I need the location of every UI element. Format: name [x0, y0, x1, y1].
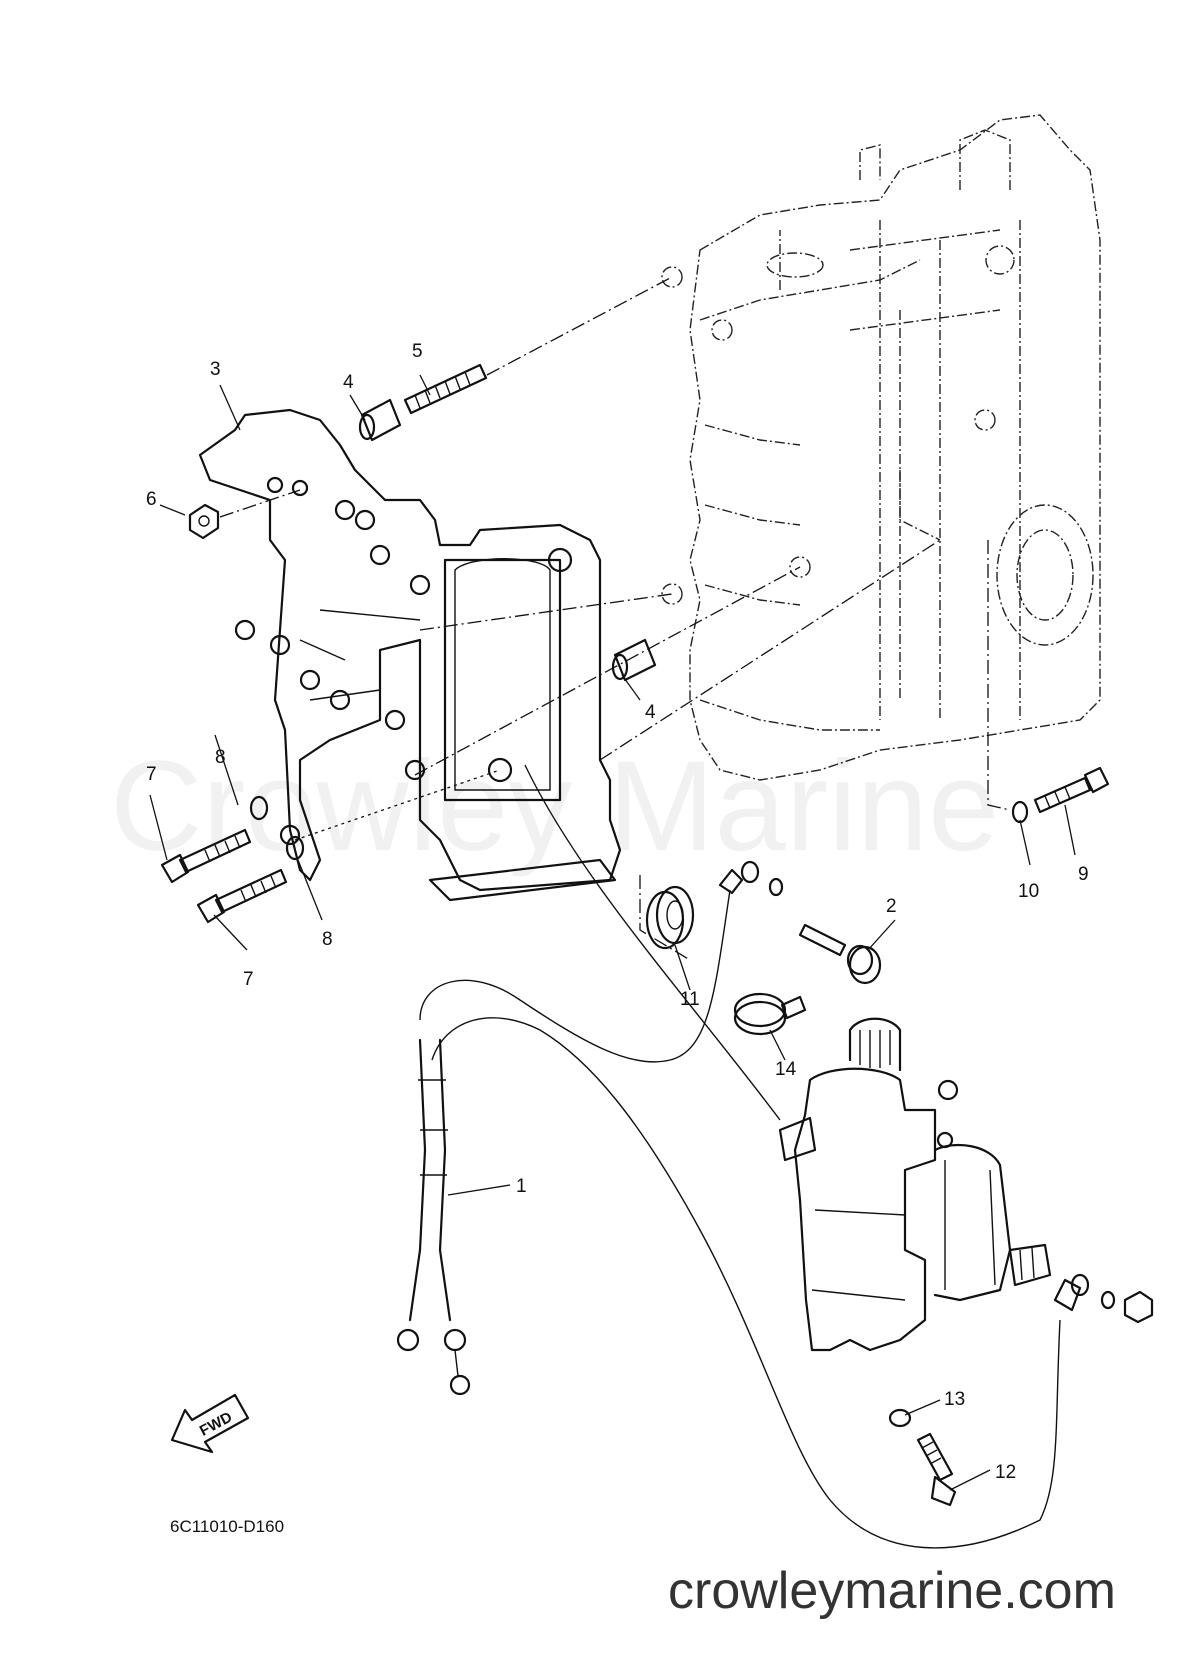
wire-lead [396, 764, 1082, 1549]
starter-terminal-washer [1070, 1273, 1090, 1297]
callout-8-lower: 8 [322, 929, 333, 950]
callout-1: 1 [516, 1176, 527, 1197]
starter-terminal-lockwasher [1100, 1290, 1116, 1310]
website-link[interactable]: crowleymarine.com [668, 1562, 1116, 1620]
assembly-lines [219, 276, 1011, 961]
callout-13: 13 [944, 1389, 965, 1410]
starter-washer [888, 1408, 912, 1428]
forward-arrow: FWD [170, 1393, 250, 1454]
callout-7-lower: 7 [243, 969, 254, 990]
starter-motor [778, 1017, 1052, 1352]
terminal-lockwasher [768, 877, 784, 897]
bolt-upper [160, 828, 252, 884]
starter-terminal-nut [1123, 1290, 1154, 1324]
engine-block [661, 114, 1101, 781]
callout-11: 11 [680, 989, 700, 1010]
stud [403, 363, 488, 415]
nut [188, 503, 220, 540]
watermark-faint: Crowley Marine [110, 735, 999, 878]
washer-upper [249, 795, 269, 821]
callout-14: 14 [775, 1059, 797, 1080]
grommet [645, 885, 695, 950]
bolt-lower [196, 868, 288, 924]
callout-8-upper: 8 [215, 747, 226, 768]
callout-9: 9 [1078, 864, 1089, 885]
terminal-cap [798, 923, 882, 985]
collar-lower [611, 638, 657, 682]
callout-12: 12 [995, 1462, 1016, 1483]
bolt-right [1033, 766, 1110, 814]
callout-7-upper: 7 [146, 764, 157, 785]
callout-5: 5 [412, 341, 423, 362]
washer-lower [285, 835, 305, 861]
callout-4-upper: 4 [343, 372, 354, 393]
washer-right [1011, 800, 1029, 824]
callout-4-lower: 4 [645, 702, 656, 723]
diagram-ref-code: 6C11010-D160 [170, 1517, 284, 1536]
collar-upper [358, 398, 402, 442]
starter-bolt [916, 1432, 957, 1507]
callout-6: 6 [146, 489, 157, 510]
leader-lines [149, 374, 1076, 1491]
callout-3: 3 [210, 359, 221, 380]
terminal-washer [740, 860, 760, 884]
callout-2: 2 [886, 896, 897, 917]
callout-10: 10 [1018, 881, 1039, 902]
cable-clamp [733, 992, 807, 1036]
